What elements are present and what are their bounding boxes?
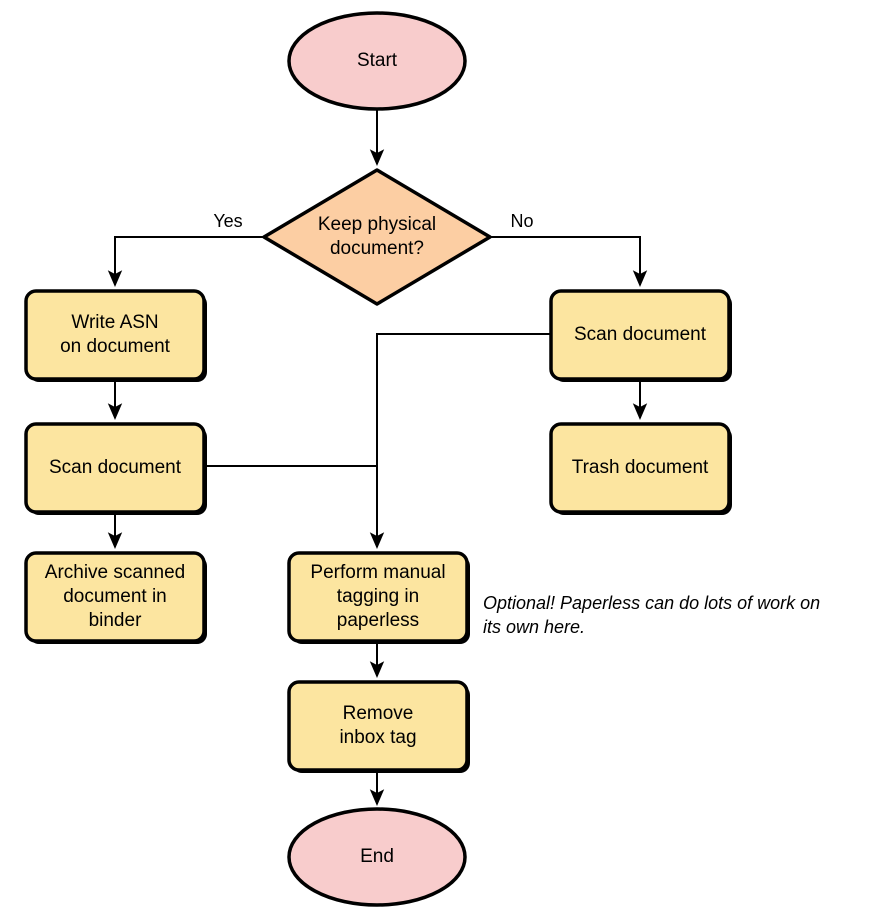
- node-label: paperless: [337, 610, 419, 631]
- node-label: on document: [60, 336, 171, 357]
- node-end[interactable]: End: [287, 807, 467, 907]
- node-remove-inbox-tag[interactable]: Remove inbox tag: [287, 680, 470, 773]
- annotation-line: Optional! Paperless can do lots of work …: [483, 593, 820, 613]
- edge-path: [107, 236, 264, 287]
- edge-path: [490, 236, 648, 287]
- process-box: [24, 289, 206, 381]
- node-label: Scan document: [49, 457, 182, 478]
- edge-label-no: No: [510, 211, 533, 231]
- edge-decision-yes: Yes: [107, 211, 264, 287]
- node-label: End: [360, 846, 394, 867]
- node-label: binder: [89, 610, 142, 631]
- decision-diamond: [262, 168, 492, 306]
- process-box: [24, 551, 206, 643]
- annotation-line: its own here.: [483, 617, 585, 637]
- edge-path: [369, 333, 551, 549]
- annotation-optional: Optional! Paperless can do lots of work …: [483, 593, 820, 637]
- node-label: Scan document: [574, 324, 707, 345]
- node-label: Perform manual: [310, 562, 445, 583]
- node-label: Trash document: [572, 457, 709, 478]
- process-box: [287, 680, 469, 772]
- terminator-ellipse: [287, 11, 467, 111]
- node-perform-manual-tagging[interactable]: Perform manual tagging in paperless: [287, 551, 470, 644]
- edge-label-yes: Yes: [213, 211, 242, 231]
- node-label: document?: [330, 238, 424, 259]
- node-scan-document-right[interactable]: Scan document: [549, 289, 732, 382]
- process-box: [24, 422, 206, 514]
- node-label: tagging in: [337, 586, 419, 607]
- node-label: Start: [357, 50, 398, 71]
- edges-layer: Yes No: [107, 109, 648, 806]
- node-label: Keep physical: [318, 214, 436, 235]
- process-box: [549, 289, 731, 381]
- node-trash-document[interactable]: Trash document: [549, 422, 732, 515]
- node-label: Archive scanned: [45, 562, 185, 583]
- node-decision-keep-physical[interactable]: Keep physical document?: [262, 168, 492, 306]
- node-scan-document-left[interactable]: Scan document: [24, 422, 207, 515]
- edge-scanright-to-tagging: [369, 333, 551, 549]
- process-box: [549, 422, 731, 514]
- node-label: Write ASN: [71, 312, 158, 333]
- node-write-asn[interactable]: Write ASN on document: [24, 289, 207, 382]
- node-label: inbox tag: [339, 727, 416, 748]
- process-box: [287, 551, 469, 643]
- terminator-ellipse: [287, 807, 467, 907]
- edge-decision-no: No: [490, 211, 648, 287]
- node-start[interactable]: Start: [287, 11, 467, 111]
- node-label: Remove: [343, 703, 414, 724]
- node-archive-scanned[interactable]: Archive scanned document in binder: [24, 551, 207, 644]
- annotations-layer: Optional! Paperless can do lots of work …: [483, 593, 820, 637]
- node-label: document in: [63, 586, 167, 607]
